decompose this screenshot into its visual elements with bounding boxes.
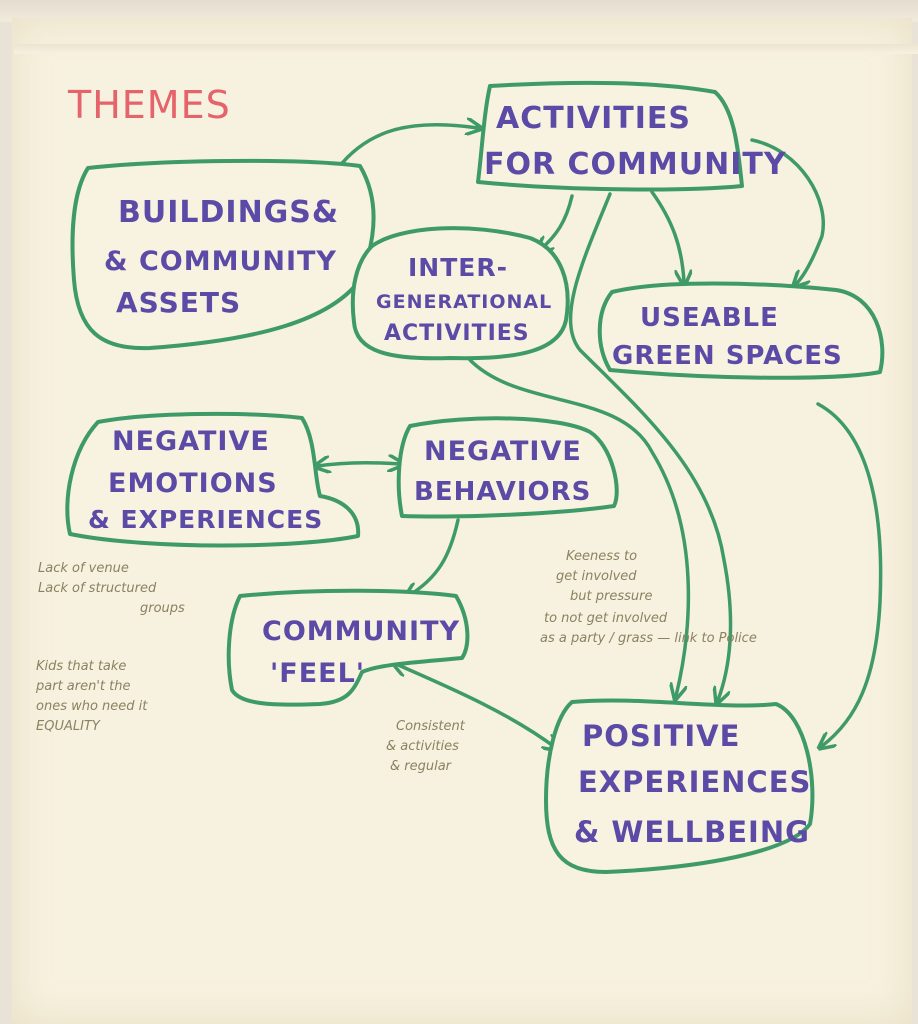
node-label-line: NEGATIVE [424, 436, 582, 467]
node-negative-emotions-experiences: NEGATIVE EMOTIONS & EXPERIENCES [65, 411, 361, 548]
flipchart-fold [14, 44, 918, 54]
node-label-line: & WELLBEING [574, 815, 810, 849]
node-label-line: FOR COMMUNITY [484, 147, 787, 182]
node-label-line: BEHAVIORS [414, 477, 591, 507]
node-label-line: BUILDINGS& [118, 195, 339, 230]
note-line: ones who need it [36, 699, 148, 714]
arrow-activities-to-intergenerational [540, 194, 574, 250]
note-line: Keeness to [566, 549, 637, 564]
node-buildings-community-assets: BUILDINGS& & COMMUNITY ASSETS [70, 158, 376, 351]
note-line: as a party / grass — link to Police [540, 631, 757, 646]
node-community-feel: COMMUNITY 'FEEL' [226, 588, 470, 707]
note-line: but pressure [570, 589, 652, 604]
node-label-line: USEABLE [640, 303, 779, 333]
note-line: & regular [390, 759, 453, 774]
note-line: Lack of structured [38, 581, 157, 596]
node-intergenerational-activities: INTER- GENERATIONAL ACTIVITIES [350, 226, 570, 361]
arrow-activities-to-green-spaces-b [750, 138, 825, 284]
note-line: EQUALITY [36, 719, 101, 734]
flipchart-rail [0, 0, 918, 22]
node-positive-experiences-wellbeing: POSITIVE EXPERIENCES & WELLBEING [544, 698, 815, 874]
note-line: groups [140, 601, 185, 616]
node-label-line: GREEN SPACES [612, 341, 843, 371]
note-lack-of-venue: Lack of venue Lack of structured groups [38, 561, 185, 616]
node-label-line: ACTIVITIES [496, 101, 691, 136]
node-label-line: EXPERIENCES [578, 765, 811, 799]
note-keenness: Keeness to get involved but pressure to … [540, 549, 757, 646]
arrow-emotions-behaviors [318, 463, 400, 466]
note-consistent: Consistent & activities & regular [386, 719, 466, 774]
node-label-line: GENERATIONAL [376, 291, 552, 313]
node-useable-green-spaces: USEABLE GREEN SPACES [597, 281, 885, 380]
note-kids-equality: Kids that take part aren't the ones who … [35, 659, 148, 734]
node-label-line: POSITIVE [582, 719, 740, 753]
node-label-line: & COMMUNITY [104, 246, 337, 277]
arrow-buildings-to-activities [336, 125, 478, 170]
note-line: get involved [556, 569, 637, 584]
arrow-community-feel-positive [396, 664, 556, 748]
note-line: part aren't the [35, 679, 130, 694]
node-label-line: 'FEEL' [270, 658, 365, 689]
arrow-intergenerational-to-positive [468, 358, 691, 696]
note-line: Lack of venue [38, 561, 129, 576]
node-negative-behaviors: NEGATIVE BEHAVIORS [396, 416, 619, 519]
arrow-activities-to-green-spaces-a [650, 190, 684, 282]
note-line: & activities [386, 739, 459, 754]
arrow-activities-to-positive [568, 192, 733, 700]
node-label-line: ACTIVITIES [384, 321, 530, 346]
note-line: Kids that take [36, 659, 126, 674]
node-label-line: ASSETS [116, 286, 241, 319]
node-label-line: COMMUNITY [262, 616, 460, 647]
node-label-line: & EXPERIENCES [88, 505, 323, 534]
note-line: Consistent [396, 719, 466, 734]
page-title: THEMES [67, 83, 231, 127]
node-label-line: NEGATIVE [112, 426, 270, 457]
node-label-line: EMOTIONS [108, 468, 278, 499]
node-activities-for-community: ACTIVITIES FOR COMMUNITY [476, 80, 787, 192]
arrow-green-spaces-to-positive [818, 402, 883, 746]
arrow-behaviors-to-community-feel [408, 518, 460, 596]
note-line: to not get involved [544, 611, 668, 626]
node-label-line: INTER- [408, 253, 508, 282]
